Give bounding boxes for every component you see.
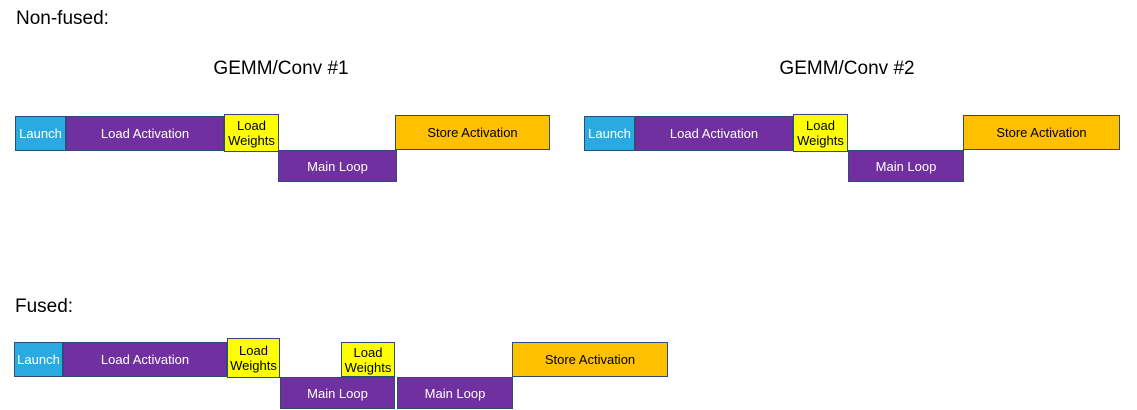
timeline-block-store-activation: Store Activation bbox=[963, 115, 1120, 150]
timeline-block-load-activation: Load Activation bbox=[635, 116, 793, 151]
non-fused-section-label: Non-fused: bbox=[16, 8, 109, 29]
timeline-block-main-loop: Main Loop bbox=[848, 150, 964, 182]
timeline-block-main-loop: Main Loop bbox=[278, 150, 397, 182]
timeline-block-main-loop-1: Main Loop bbox=[280, 377, 395, 409]
timeline-block-launch: Launch bbox=[15, 116, 66, 151]
fused-section-label: Fused: bbox=[15, 296, 74, 317]
timeline-block-load-activation: Load Activation bbox=[66, 116, 224, 151]
timeline-block-load-activation: Load Activation bbox=[63, 342, 227, 377]
gemm-conv-1-title: GEMM/Conv #1 bbox=[213, 58, 349, 79]
timeline-block-load-weights: Load Weights bbox=[793, 114, 848, 152]
timeline-block-load-weights-1: Load Weights bbox=[227, 338, 280, 378]
timeline-block-launch: Launch bbox=[14, 342, 63, 377]
timeline-block-store-activation: Store Activation bbox=[512, 342, 668, 377]
timeline-block-load-weights-2: Load Weights bbox=[341, 342, 395, 377]
timeline-block-main-loop-2: Main Loop bbox=[397, 377, 513, 409]
timeline-block-store-activation: Store Activation bbox=[395, 115, 550, 150]
timeline-block-load-weights: Load Weights bbox=[224, 114, 279, 152]
gemm-conv-2-title: GEMM/Conv #2 bbox=[779, 58, 915, 79]
timeline-block-launch: Launch bbox=[584, 116, 635, 151]
